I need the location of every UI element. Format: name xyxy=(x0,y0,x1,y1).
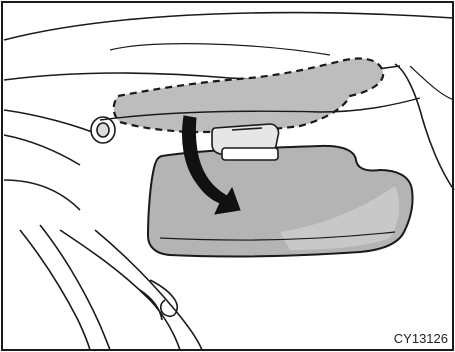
visor-clip xyxy=(212,124,279,160)
figure-code: CY13126 xyxy=(394,331,448,346)
left-pivot-mount xyxy=(91,117,115,143)
